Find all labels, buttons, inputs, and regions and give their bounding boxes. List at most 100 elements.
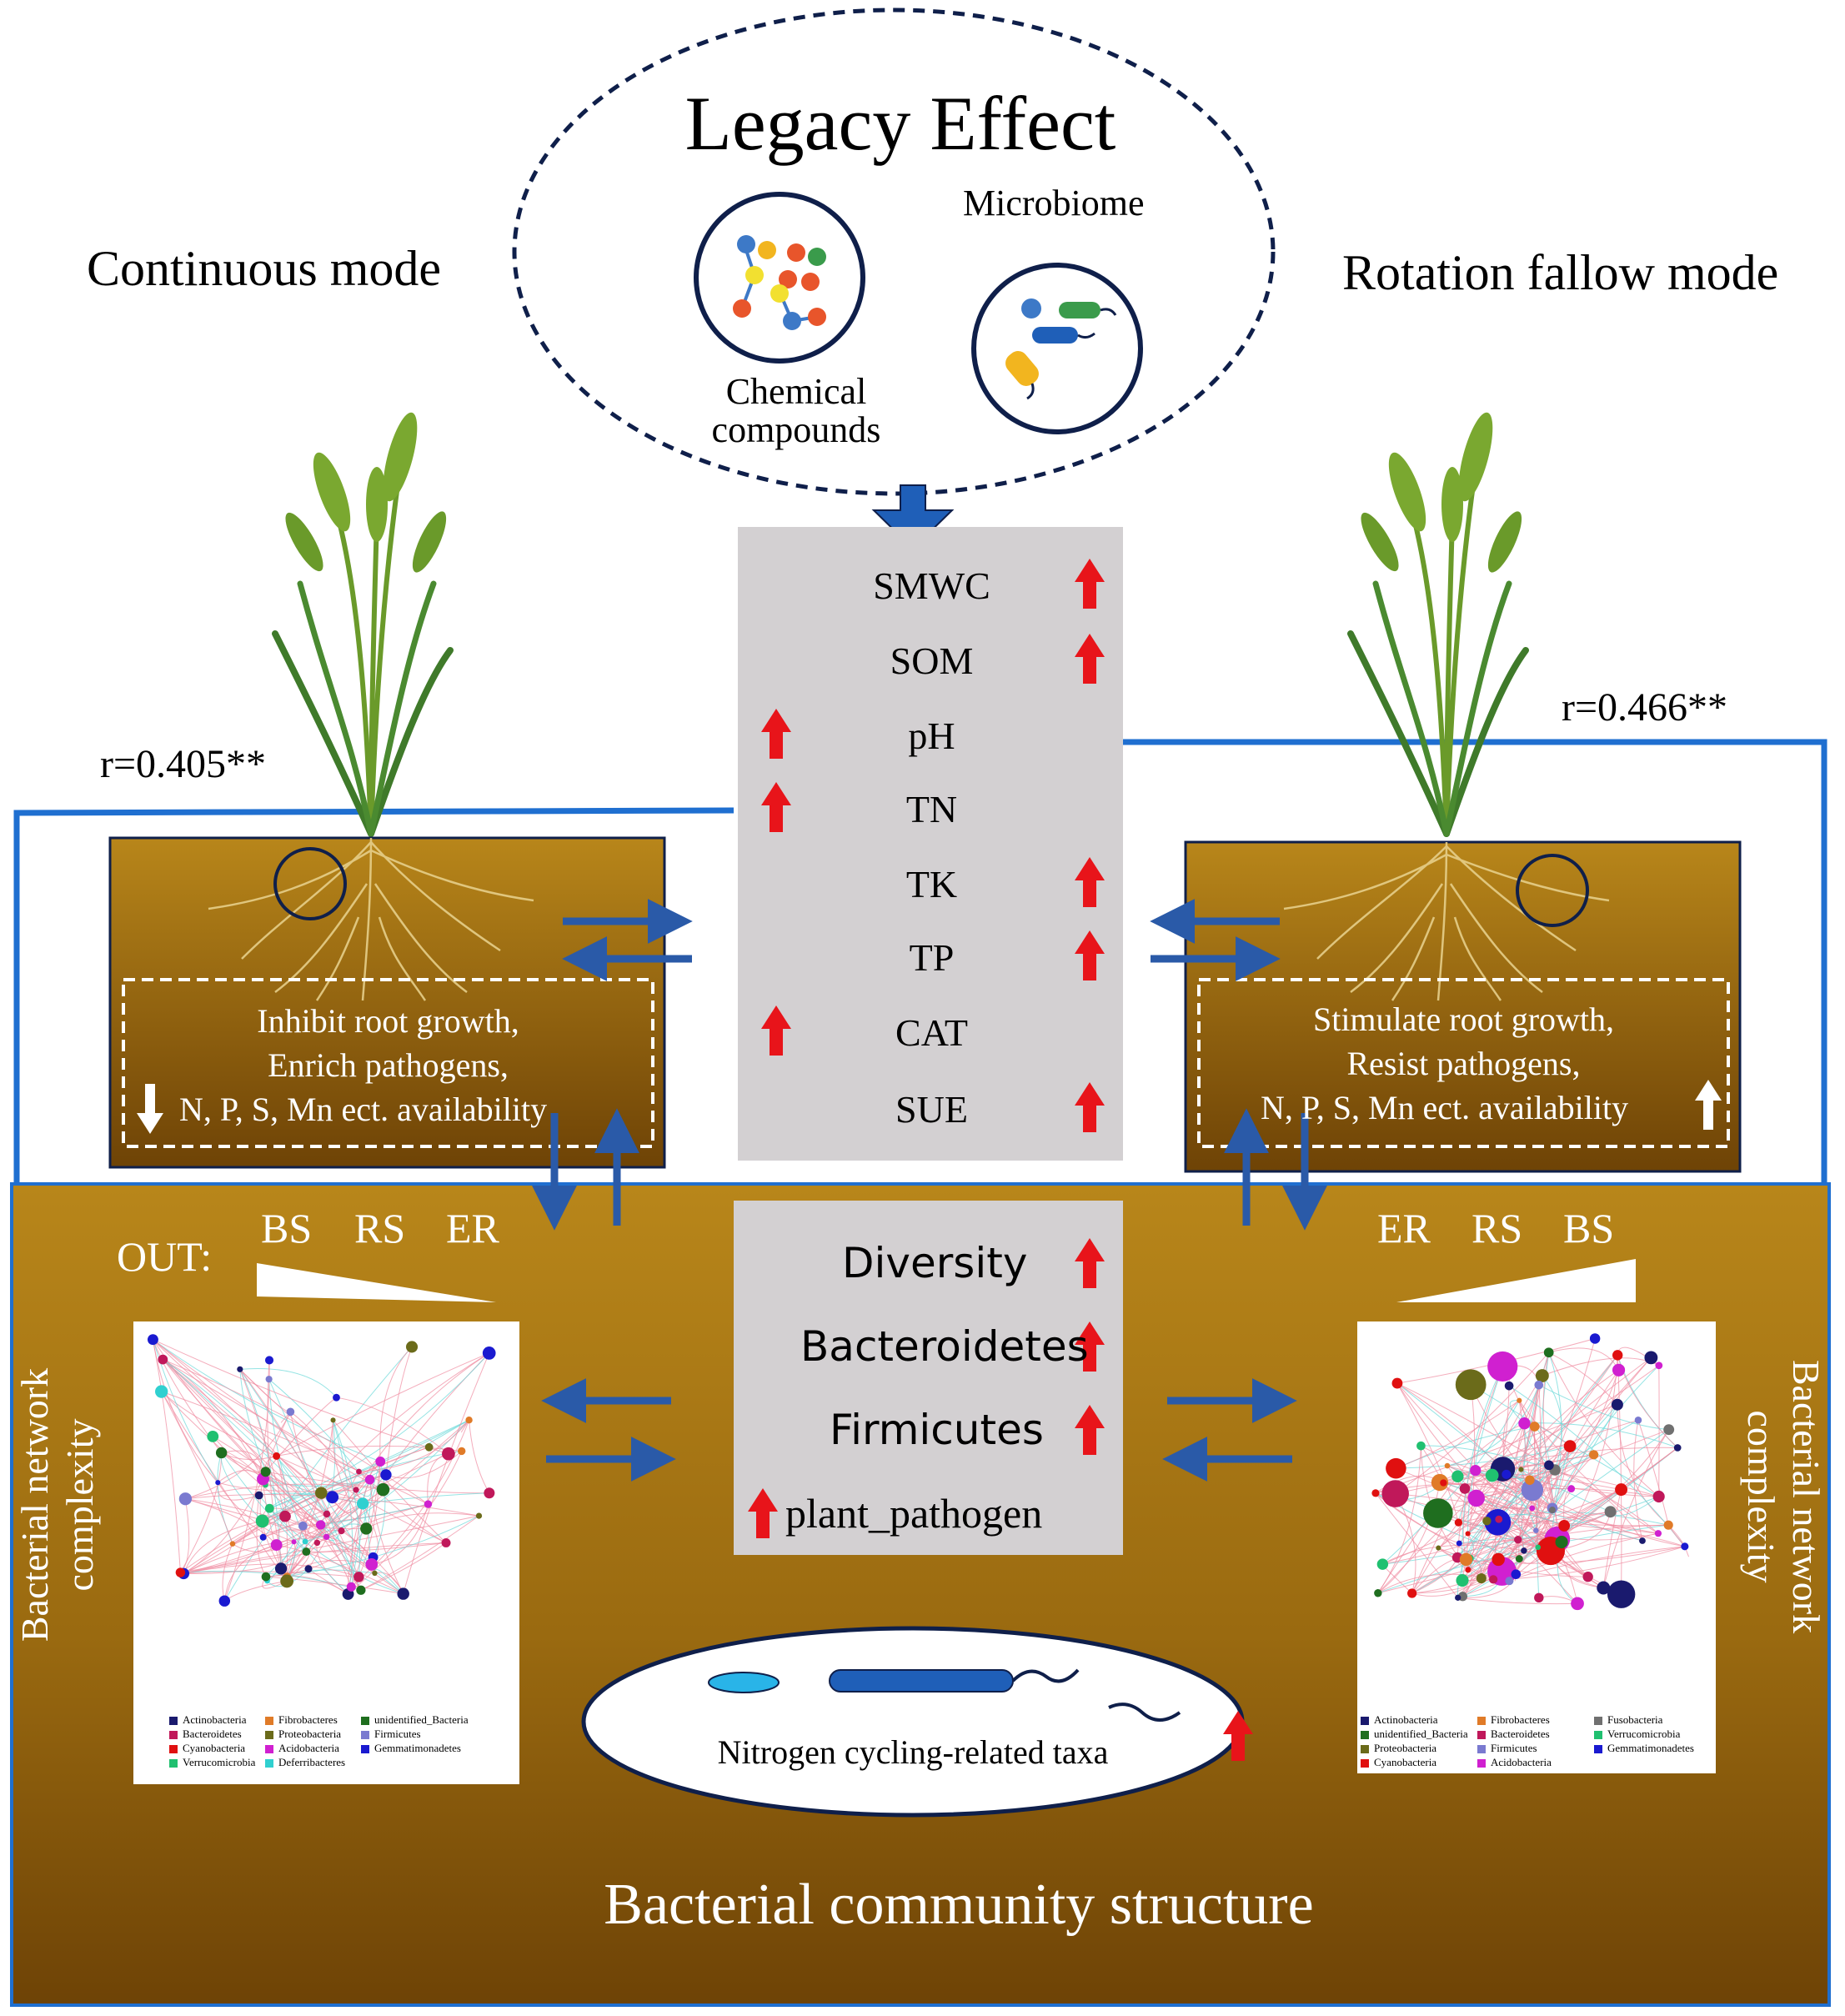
legend-item: Acidobacteria bbox=[265, 1742, 339, 1755]
network-edge bbox=[180, 1571, 362, 1591]
network-edge bbox=[1466, 1546, 1685, 1564]
network-node bbox=[397, 1587, 409, 1600]
network-edge bbox=[460, 1419, 469, 1433]
network-node bbox=[286, 1407, 295, 1417]
network-node bbox=[229, 1541, 236, 1547]
network-edge bbox=[358, 1461, 381, 1577]
network-edge bbox=[286, 1502, 363, 1582]
network-edge bbox=[284, 1474, 387, 1517]
network-node bbox=[475, 1512, 483, 1519]
network-node bbox=[1492, 1552, 1505, 1567]
network-node bbox=[279, 1510, 291, 1522]
network-edge bbox=[1467, 1366, 1503, 1534]
network-node bbox=[1654, 1530, 1662, 1537]
network-node bbox=[302, 1547, 311, 1557]
community-diversity: Diversity bbox=[842, 1239, 1028, 1287]
network-edge bbox=[371, 1503, 429, 1565]
network-edge bbox=[262, 1520, 374, 1558]
network-edge bbox=[1475, 1470, 1537, 1531]
network-node bbox=[424, 1500, 433, 1508]
network-node bbox=[1535, 1544, 1542, 1551]
network-edge bbox=[213, 1436, 374, 1558]
network-edge bbox=[287, 1515, 479, 1577]
network-node bbox=[291, 1539, 297, 1545]
network-node bbox=[1615, 1483, 1628, 1497]
network-node bbox=[330, 1417, 336, 1423]
network-edge bbox=[153, 1339, 342, 1532]
network-edge bbox=[223, 1360, 270, 1602]
network-node bbox=[1371, 1489, 1380, 1497]
legend-label: Verrucomicrobia bbox=[1607, 1728, 1681, 1740]
network-node bbox=[1563, 1440, 1577, 1452]
left-correlation: r=0.405** bbox=[100, 742, 267, 786]
network-node bbox=[1534, 1380, 1544, 1390]
network-node bbox=[338, 1527, 345, 1535]
network-node bbox=[1407, 1588, 1417, 1598]
legend-swatch bbox=[1477, 1759, 1486, 1768]
network-node bbox=[1521, 1478, 1544, 1502]
network-node bbox=[178, 1492, 193, 1506]
property-label: SMWC bbox=[873, 564, 990, 607]
legend-item: Proteobacteria bbox=[265, 1728, 341, 1741]
network-node bbox=[1485, 1468, 1499, 1482]
network-node bbox=[1459, 1483, 1471, 1494]
legend-label: Verrucomicrobia bbox=[183, 1756, 256, 1768]
network-node bbox=[1416, 1441, 1426, 1451]
network-node bbox=[356, 1468, 362, 1475]
network-node bbox=[1455, 1594, 1461, 1601]
network-node bbox=[259, 1533, 267, 1541]
legend-swatch bbox=[361, 1745, 369, 1754]
property-row: TK bbox=[738, 857, 1126, 907]
network-edge bbox=[1467, 1465, 1550, 1571]
chemical-label-line1: Chemical bbox=[725, 371, 867, 412]
network-edge bbox=[183, 1520, 263, 1574]
legend-label: Gemmatimonadetes bbox=[374, 1742, 461, 1754]
legend-item: Firmicutes bbox=[1477, 1742, 1537, 1755]
right-rhizosphere-circle bbox=[1516, 854, 1589, 927]
left-network-panel bbox=[133, 1321, 519, 1784]
property-row: TN bbox=[738, 782, 1126, 832]
network-edge bbox=[276, 1445, 462, 1457]
chemical-compounds-icon bbox=[694, 192, 865, 364]
network-node bbox=[457, 1447, 466, 1456]
network-edge bbox=[1411, 1488, 1466, 1594]
network-node bbox=[280, 1574, 294, 1588]
legend-label: Actinobacteria bbox=[1374, 1713, 1438, 1726]
network-node bbox=[1558, 1520, 1571, 1532]
network-node bbox=[1476, 1573, 1487, 1584]
network-edge bbox=[1464, 1487, 1643, 1542]
property-row: SOM bbox=[738, 634, 1126, 684]
legacy-effect-title: Legacy Effect bbox=[684, 81, 1116, 166]
property-up-arrow bbox=[1075, 634, 1105, 684]
network-edge bbox=[360, 1515, 479, 1591]
property-up-arrow bbox=[761, 1005, 791, 1056]
network-node bbox=[313, 1539, 321, 1547]
network-edge bbox=[161, 1391, 429, 1505]
legend-label: Proteobacteria bbox=[1374, 1742, 1437, 1754]
property-label: pH bbox=[908, 715, 955, 757]
network-edge bbox=[304, 1420, 334, 1542]
network-node bbox=[1482, 1517, 1492, 1526]
left-effect-line1: Inhibit root growth, bbox=[257, 1002, 519, 1040]
legend-label: Proteobacteria bbox=[278, 1728, 342, 1740]
legend-label: Fusobacteria bbox=[1607, 1713, 1663, 1726]
network-edge bbox=[1464, 1419, 1639, 1489]
soil-properties-panel bbox=[738, 527, 1123, 1161]
network-node bbox=[1529, 1422, 1540, 1432]
left-network-graph bbox=[147, 1334, 496, 1607]
network-node bbox=[356, 1585, 366, 1595]
network-node bbox=[1543, 1347, 1554, 1358]
network-edge bbox=[1497, 1489, 1622, 1560]
network-edge bbox=[153, 1339, 381, 1462]
network-node bbox=[1431, 1473, 1449, 1492]
network-edge bbox=[152, 1339, 218, 1483]
legend-label: Bacteroidetes bbox=[1491, 1728, 1550, 1740]
legend-item: Actinobacteria bbox=[1361, 1713, 1438, 1727]
network-edge bbox=[1375, 1404, 1618, 1494]
network-edge bbox=[385, 1347, 413, 1475]
property-row: TP bbox=[738, 930, 1126, 980]
network-node bbox=[442, 1447, 455, 1461]
right-effect-line3: N, P, S, Mn ect. availability bbox=[1261, 1089, 1629, 1126]
network-edge bbox=[1552, 1365, 1660, 1511]
right-exchange-arrows bbox=[1150, 899, 1281, 981]
